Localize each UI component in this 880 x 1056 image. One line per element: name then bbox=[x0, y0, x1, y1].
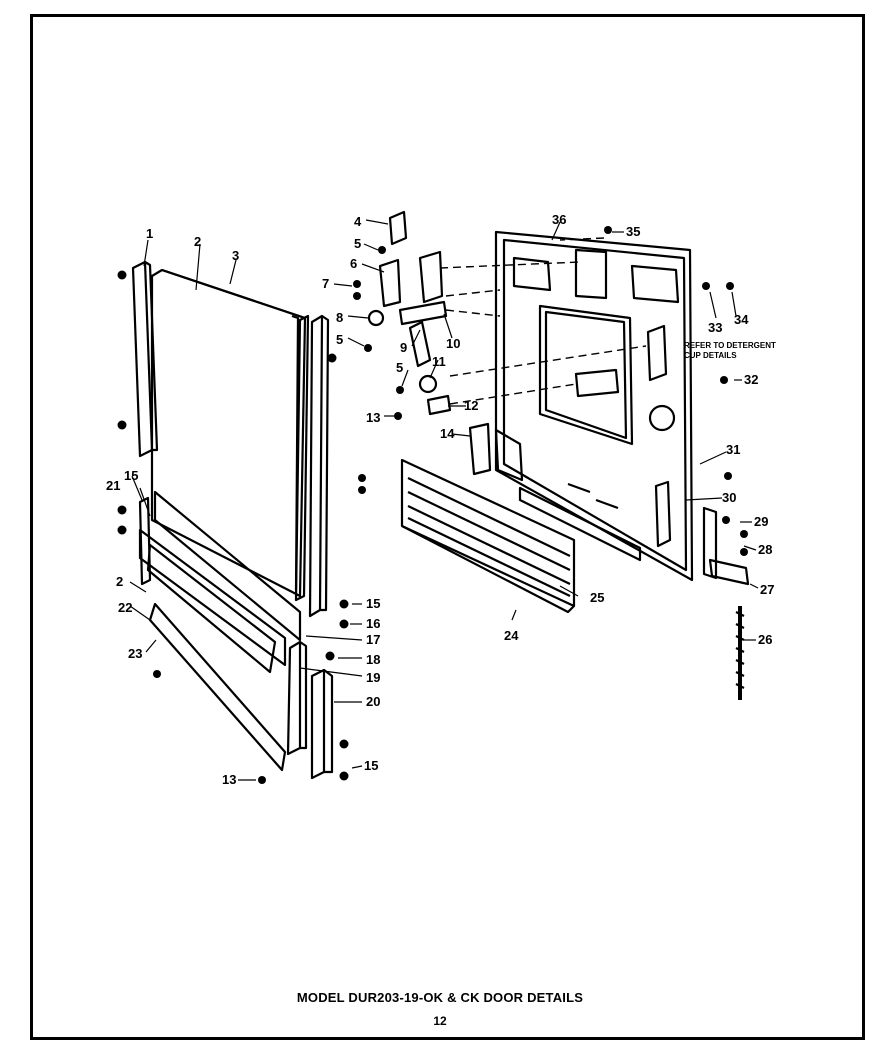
callout-label: 13 bbox=[366, 410, 380, 425]
callout-label: 26 bbox=[758, 632, 772, 647]
callout-label: 24 bbox=[504, 628, 519, 643]
alignment-lines bbox=[439, 237, 647, 405]
inner-door-liner bbox=[494, 230, 694, 582]
diagram-border bbox=[30, 14, 865, 1040]
callout-label: 25 bbox=[590, 590, 604, 605]
callout-label: 3 bbox=[232, 248, 239, 263]
callout-label: 19 bbox=[366, 670, 380, 685]
lower-trim-panel bbox=[138, 490, 308, 772]
callout-label: 13 bbox=[222, 772, 236, 787]
diagram-caption: MODEL DUR203-19-OK & CK DOOR DETAILS bbox=[296, 990, 584, 1005]
callout-label: 5 bbox=[354, 236, 361, 251]
callout-label: 32 bbox=[744, 372, 758, 387]
outer-door-panel bbox=[150, 268, 310, 602]
note-line: REFER TO DETERGENT bbox=[684, 341, 776, 350]
left-side-rail bbox=[131, 260, 159, 458]
callout-label: 8 bbox=[336, 310, 343, 325]
callout-label: 9 bbox=[400, 340, 407, 355]
callout-label: 15 bbox=[364, 758, 378, 773]
callout-label: 7 bbox=[322, 276, 329, 291]
callout-label: 29 bbox=[754, 514, 768, 529]
callout-label: 34 bbox=[734, 312, 749, 327]
callout-label: 31 bbox=[726, 442, 740, 457]
callout-label: 10 bbox=[446, 336, 460, 351]
callout-label: 30 bbox=[722, 490, 736, 505]
callout-label: 2 bbox=[116, 574, 123, 589]
callout-label: 15 bbox=[124, 468, 138, 483]
fastener-screws bbox=[117, 226, 748, 784]
callout-label: 2 bbox=[194, 234, 201, 249]
callout-label: 22 bbox=[118, 600, 132, 615]
page-number: 12 bbox=[433, 1014, 447, 1028]
callout-label: 5 bbox=[396, 360, 403, 375]
callout-label: 12 bbox=[464, 398, 478, 413]
bottom-bracket-20 bbox=[310, 668, 334, 780]
callout-label: 27 bbox=[760, 582, 774, 597]
latch-spring-assembly bbox=[702, 506, 750, 700]
callout-label: 16 bbox=[366, 616, 380, 631]
leader-lines bbox=[129, 219, 759, 781]
callout-label: 1 bbox=[146, 226, 153, 241]
callout-label: 5 bbox=[336, 332, 343, 347]
callout-label: 35 bbox=[626, 224, 640, 239]
callout-label: 23 bbox=[128, 646, 142, 661]
callout-label: 6 bbox=[350, 256, 357, 271]
hinge-assembly bbox=[367, 210, 452, 416]
callout-label: 28 bbox=[758, 542, 772, 557]
left-bracket-21 bbox=[138, 496, 152, 586]
note-line: CUP DETAILS bbox=[684, 351, 737, 360]
callout-label: 14 bbox=[440, 426, 455, 441]
callout-label: 21 bbox=[106, 478, 120, 493]
right-side-rail bbox=[308, 314, 330, 618]
vent-panel-assembly bbox=[400, 422, 576, 614]
callout-label: 20 bbox=[366, 694, 380, 709]
callout-numbers: 1 2 3 4 5 5 5 6 7 8 9 10 11 12 13 14 15 … bbox=[106, 212, 774, 787]
callout-label: 36 bbox=[552, 212, 566, 227]
detergent-cup-note: REFER TO DETERGENT CUP DETAILS bbox=[684, 341, 776, 360]
callout-label: 18 bbox=[366, 652, 380, 667]
callout-label: 33 bbox=[708, 320, 722, 335]
callout-label: 11 bbox=[432, 354, 446, 369]
callout-label: 4 bbox=[354, 214, 362, 229]
callout-label: 15 bbox=[366, 596, 380, 611]
callout-label: 17 bbox=[366, 632, 380, 647]
